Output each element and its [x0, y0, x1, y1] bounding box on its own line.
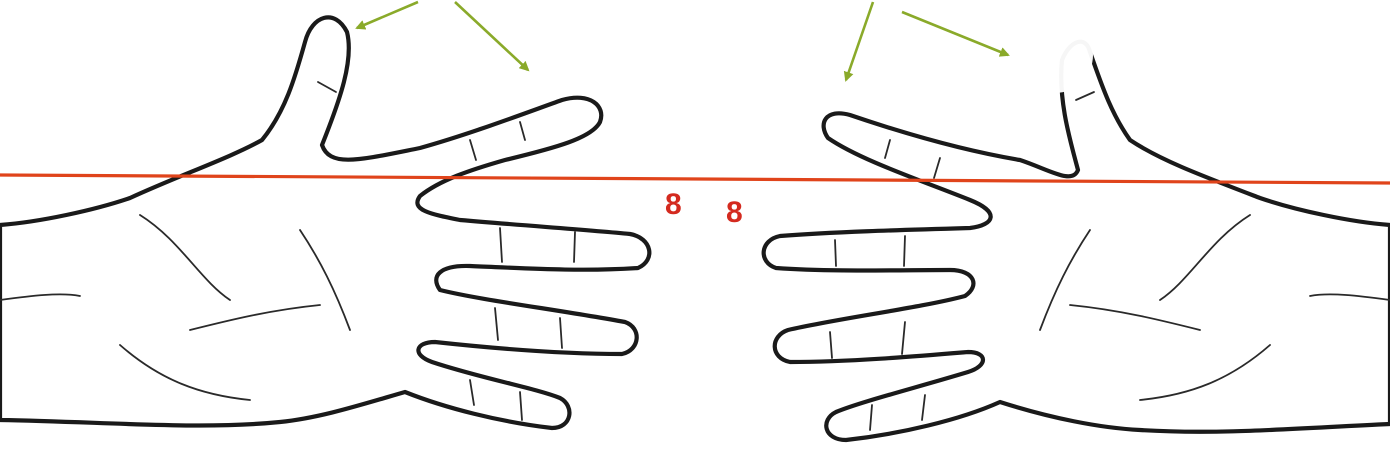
arrow-left-index [454, 1, 530, 72]
right-finger-crease [903, 235, 906, 267]
left-palm-crease [189, 304, 321, 331]
arrow-right-thumb [901, 10, 1010, 57]
right-palm-crease [1069, 304, 1201, 331]
right-palm-crease [1159, 214, 1251, 301]
right-hand-outline [761, 39, 1390, 443]
right-finger-crease [901, 321, 906, 355]
right-finger-crease [829, 331, 833, 359]
right-finger-crease [884, 139, 891, 159]
left-finger-crease [519, 391, 523, 421]
left-number-label: 8 [665, 188, 682, 221]
pointer-arrows [355, 0, 1010, 82]
left-finger-crease [573, 231, 576, 263]
left-wrist-line [0, 293, 81, 301]
left-palm-crease [139, 214, 231, 301]
right-palm-crease [1139, 344, 1271, 401]
right-finger-crease [933, 157, 941, 179]
arrow-right-index [843, 1, 875, 82]
right-wrist-line [1309, 293, 1390, 301]
right-finger-crease [869, 404, 873, 431]
left-hand-outline [0, 15, 652, 431]
erased-patches [366, 0, 1093, 466]
right-palm-crease [1039, 229, 1091, 331]
right-thumb-crease [1075, 91, 1095, 101]
reference-line [0, 173, 1390, 185]
left-finger-crease [519, 121, 526, 141]
arrow-left-thumb [355, 0, 419, 30]
right-finger-crease [834, 239, 837, 267]
left-palm-crease [119, 344, 251, 401]
right-finger-crease [921, 394, 926, 421]
right-number-label: 8 [726, 196, 743, 229]
left-finger-crease [499, 227, 503, 263]
left-finger-crease [469, 379, 475, 406]
left-finger-crease [559, 317, 563, 349]
left-hand [0, 15, 652, 431]
left-palm-crease [299, 229, 351, 331]
right-hand [761, 39, 1390, 443]
left-thumb-crease [317, 81, 337, 93]
left-finger-crease [494, 307, 499, 341]
left-finger-crease [469, 139, 477, 161]
